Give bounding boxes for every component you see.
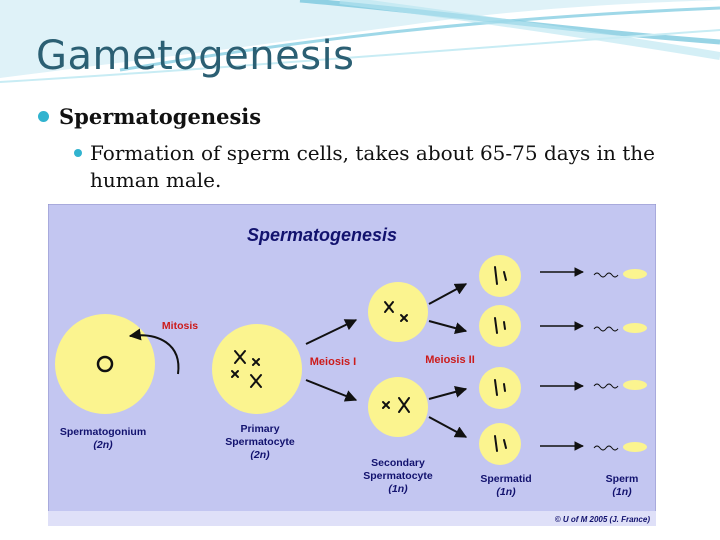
spermatogonium-label: Spermatogonium <box>60 426 146 438</box>
mitosis-label: Mitosis <box>162 320 198 332</box>
chromosome-icon <box>494 266 507 452</box>
mitosis-arrow <box>128 328 180 375</box>
meiosis2-label: Meiosis II <box>425 354 475 366</box>
spermatogonium-ploidy: (2n) <box>93 439 113 451</box>
primary-label-1: Primary <box>240 423 279 435</box>
nucleus-icon <box>96 355 114 373</box>
secondary-spermatocyte-cell-top <box>368 282 428 342</box>
slide-title: Gametogenesis <box>36 33 355 79</box>
secondary-label-2: Spermatocyte <box>363 470 433 482</box>
meiosis2-arrow-1 <box>428 283 468 305</box>
sub-bullet-text: Formation of sperm cells, takes about 65… <box>90 141 656 192</box>
meiosis1-arrow-down <box>305 379 358 402</box>
credit-strip <box>48 511 656 526</box>
meiosis2-arrow-3 <box>428 386 468 400</box>
sub-bullet-description: Formation of sperm cells, takes about 65… <box>74 140 684 194</box>
spermatid-label: Spermatid <box>480 473 531 485</box>
secondary-label-1: Secondary <box>371 457 425 469</box>
chromosome-icon <box>384 301 408 322</box>
primary-ploidy: (2n) <box>250 449 270 461</box>
spermatogenesis-diagram: Spermatogenesis Spermatogonium (2n) Mito… <box>48 204 656 526</box>
sperm-ploidy: (1n) <box>612 486 632 498</box>
meiosis1-label: Meiosis I <box>310 356 356 368</box>
bullet-spermatogenesis: Spermatogenesis <box>38 104 261 129</box>
primary-label-2: Spermatocyte <box>225 436 295 448</box>
chromosome-icon <box>382 397 410 413</box>
spermatid-cells <box>479 255 521 465</box>
sub-bullet-dot-icon <box>74 149 82 157</box>
spermatogonium-cell <box>55 314 155 414</box>
meiosis2-arrow-4 <box>428 416 468 438</box>
bullet-text: Spermatogenesis <box>59 104 262 129</box>
chromosome-icon <box>231 350 262 388</box>
meiosis1-arrow-up <box>305 319 358 345</box>
primary-spermatocyte-cell <box>212 324 302 414</box>
diagram-title: Spermatogenesis <box>247 225 397 245</box>
meiosis2-arrow-2 <box>428 320 468 334</box>
secondary-ploidy: (1n) <box>388 483 408 495</box>
secondary-spermatocyte-cell-bottom <box>368 377 428 437</box>
sperm-cells <box>593 269 647 452</box>
credit-text: © U of M 2005 (J. France) <box>555 515 651 524</box>
spermatid-ploidy: (1n) <box>496 486 516 498</box>
header-wave-decoration <box>0 0 720 83</box>
maturation-arrows <box>540 267 584 451</box>
bullet-dot-icon <box>38 111 49 122</box>
sperm-label: Sperm <box>606 473 639 485</box>
